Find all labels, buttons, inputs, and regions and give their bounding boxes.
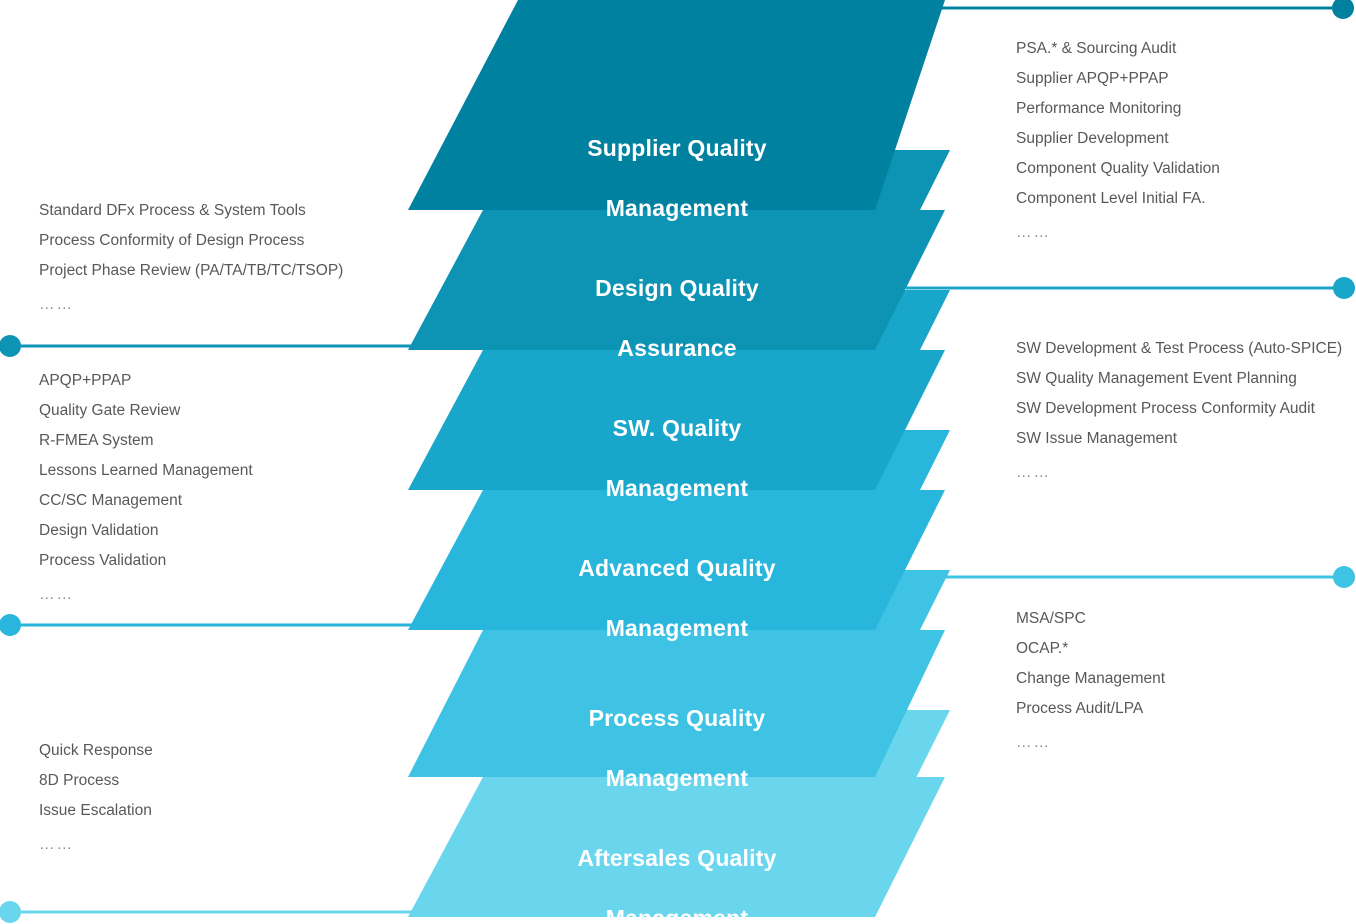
connector-right-software [906,277,1355,299]
connector-right-process-dot [1333,566,1355,588]
callout-item: Change Management [1016,670,1166,687]
callout-item: Design Validation [39,522,159,539]
connector-right-supplier-dot [1332,0,1354,19]
connector-right-software-dot [1333,277,1355,299]
callout-item: Lessons Learned Management [39,462,253,479]
callout-item: Supplier Development [1016,130,1169,147]
callout-item: …… [1016,734,1051,751]
band-body-sw-quality-management [408,350,945,490]
callout-item: Standard DFx Process & System Tools [39,202,306,219]
callout-item: 8D Process [39,772,120,789]
callout-item: Component Quality Validation [1016,160,1220,177]
callout-right-software: SW Development & Test Process (Auto-SPIC… [1016,334,1342,488]
callout-item: R-FMEA System [39,432,154,449]
callout-item: SW Issue Management [1016,430,1178,447]
callout-item: Quality Gate Review [39,402,181,419]
connector-right-supplier [940,0,1354,19]
band-body-advanced-quality-management [408,490,945,630]
callout-item: SW Development & Test Process (Auto-SPIC… [1016,340,1343,357]
callout-item: …… [39,586,74,603]
callout-item: PSA.* & Sourcing Audit [1016,40,1177,57]
callout-item: MSA/SPC [1016,610,1086,627]
callout-item: Issue Escalation [39,802,152,819]
callout-item: Quick Response [39,742,153,759]
callout-item: …… [1016,464,1051,481]
connector-left-design-dot [0,335,21,357]
callout-item: SW Development Process Conformity Audit [1016,400,1315,417]
callout-item: APQP+PPAP [39,372,132,389]
band-body-process-quality-management [408,630,945,777]
band-body-aftersales-quality-management [408,777,945,917]
callout-item: Process Validation [39,552,167,569]
connector-right-process [906,566,1355,588]
connector-left-advanced [0,614,412,636]
band-body-supplier-quality-management [408,0,945,210]
callout-item: …… [1016,224,1051,241]
callout-item: CC/SC Management [39,492,183,509]
connector-left-advanced-dot [0,614,21,636]
callout-item: …… [39,836,74,853]
callout-item: Process Conformity of Design Process [39,232,305,249]
connector-left-aftersales-dot [0,901,21,923]
callout-item: OCAP.* [1016,640,1069,657]
connector-left-aftersales [0,901,412,923]
callout-item: SW Quality Management Event Planning [1016,370,1297,387]
callout-item: Component Level Initial FA. [1016,190,1206,207]
callout-item: Process Audit/LPA [1016,700,1144,717]
band-body-design-quality-assurance [408,210,945,350]
callout-item: Supplier APQP+PPAP [1016,70,1169,87]
callout-item: Performance Monitoring [1016,100,1182,117]
connector-left-design [0,335,412,357]
callout-item: …… [39,296,74,313]
callout-item: Project Phase Review (PA/TA/TB/TC/TSOP) [39,262,344,279]
